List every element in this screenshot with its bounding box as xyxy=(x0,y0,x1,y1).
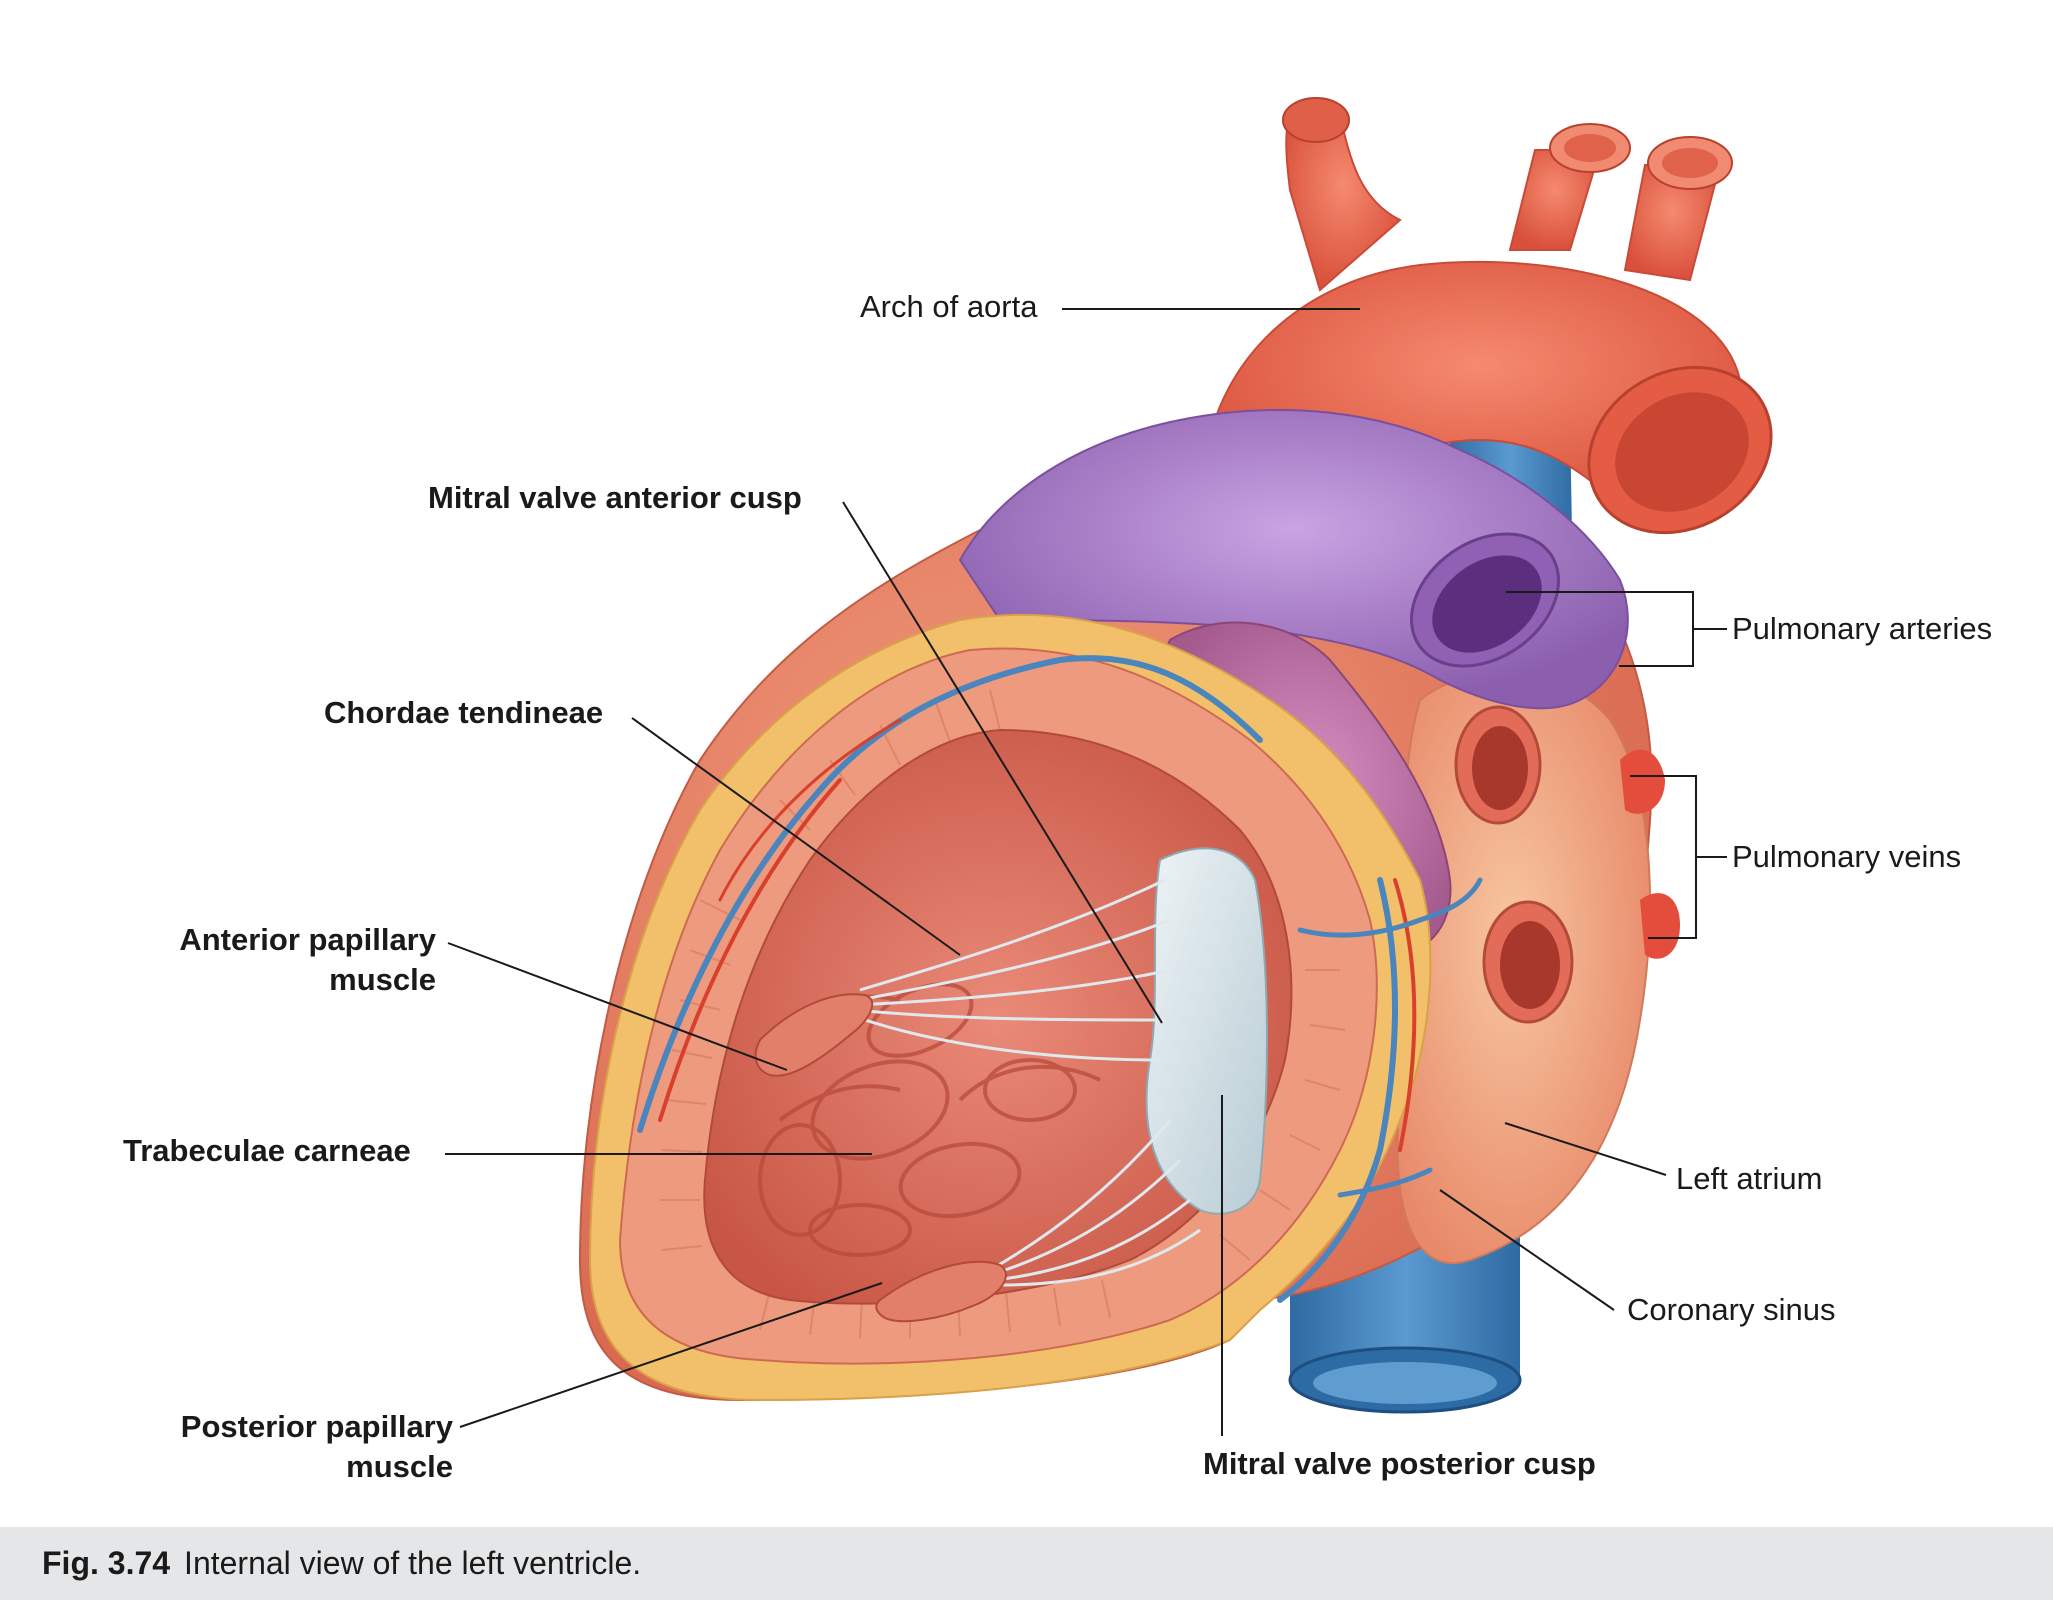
label-pulmonary-veins: Pulmonary veins xyxy=(1732,839,1962,874)
label-posterior-papillary-line1: Posterior papillary xyxy=(180,1409,453,1444)
leader-left-atrium xyxy=(1504,1122,1667,1176)
label-arch-of-aorta: Arch of aorta xyxy=(860,289,1038,324)
figure-caption: Fig. 3.74 Internal view of the left vent… xyxy=(0,1527,2053,1600)
figure-caption-text: Internal view of the left ventricle. xyxy=(184,1545,642,1581)
posterior-papillary-muscle xyxy=(875,1261,1007,1323)
label-mitral-anterior-cusp: Mitral valve anterior cusp xyxy=(428,480,802,515)
label-posterior-papillary-line2: muscle xyxy=(346,1449,453,1484)
label-coronary-sinus: Coronary sinus xyxy=(1627,1292,1836,1327)
leader-chordae xyxy=(631,717,961,956)
label-anterior-papillary-line2: muscle xyxy=(329,962,436,997)
label-anterior-papillary-line1: Anterior papillary xyxy=(179,922,436,957)
coronary-vessels xyxy=(637,655,1483,1303)
label-anterior-papillary-muscle: Anterior papillary muscle xyxy=(120,920,436,1000)
label-pulmonary-arteries: Pulmonary arteries xyxy=(1732,611,1993,646)
pulmonary-vein-stub-lower xyxy=(1640,893,1680,959)
label-chordae-tendineae: Chordae tendineae xyxy=(324,695,604,730)
leader-lines xyxy=(445,308,1727,1436)
mitral-valve xyxy=(1145,847,1268,1215)
leader-coronary-sinus xyxy=(1439,1189,1615,1311)
anterior-papillary-muscle xyxy=(754,993,874,1077)
label-posterior-papillary-muscle: Posterior papillary muscle xyxy=(120,1407,453,1487)
chordae-tendineae xyxy=(849,878,1201,1287)
figure-number: Fig. 3.74 xyxy=(42,1545,171,1581)
label-left-atrium: Left atrium xyxy=(1676,1161,1823,1196)
label-trabeculae-carneae: Trabeculae carneae xyxy=(123,1133,411,1168)
leader-posterior-papillary xyxy=(459,1282,883,1428)
leader-anterior-papillary xyxy=(447,942,788,1071)
leader-mitral-anterior xyxy=(842,501,1163,1024)
pulmonary-vein-stub-upper xyxy=(1620,749,1665,814)
label-mitral-posterior-cusp: Mitral valve posterior cusp xyxy=(1203,1446,1596,1481)
